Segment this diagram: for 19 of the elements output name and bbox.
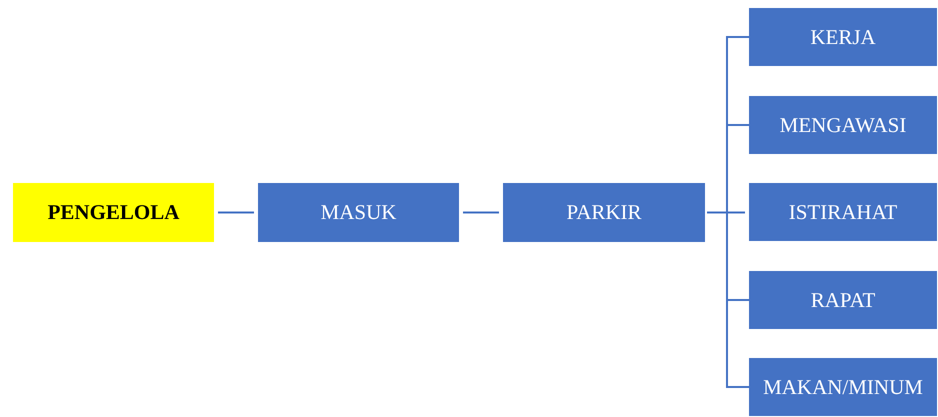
box-label: MENGAWASI [780, 114, 906, 136]
process-box [749, 8, 937, 66]
box-label: RAPAT [810, 290, 876, 310]
box-label: KERJA [810, 26, 876, 48]
box-label: ISTIRAHAT [788, 202, 898, 222]
process-box [749, 358, 937, 416]
connector-line [218, 212, 254, 214]
process-box [749, 183, 937, 241]
connector-line [707, 212, 749, 388]
box-label: PENGELOLA [48, 202, 180, 223]
process-box [503, 183, 705, 242]
process-box [749, 96, 937, 154]
process-box [258, 183, 459, 242]
process-box [749, 271, 937, 329]
connector-line [463, 212, 499, 214]
box-label: MASUK [320, 202, 396, 223]
box-label: PARKIR [566, 202, 642, 223]
process-box [13, 183, 214, 242]
box-label: MAKAN/MINUM [763, 376, 923, 398]
